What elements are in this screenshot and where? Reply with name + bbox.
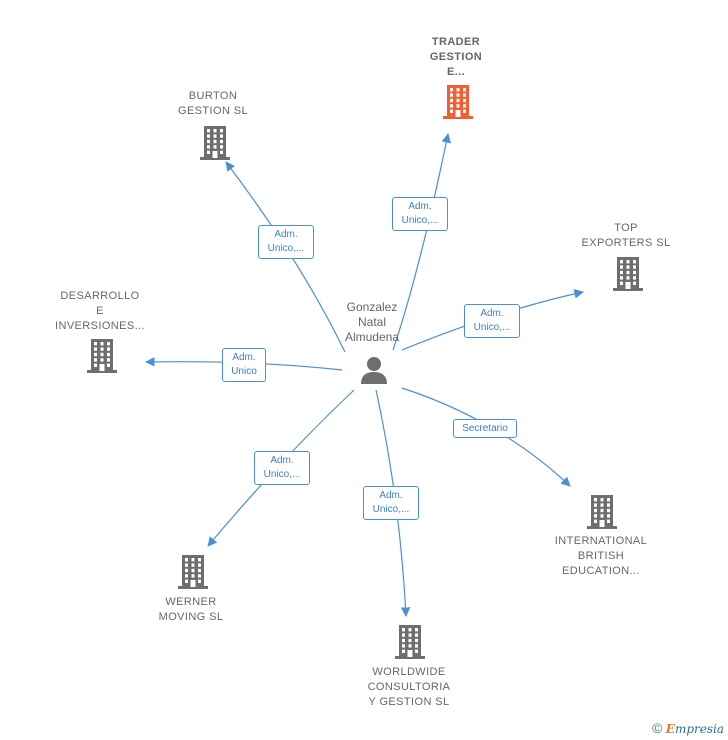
building-icon-werner[interactable] bbox=[177, 555, 209, 589]
company-label-desarrollo[interactable]: DESARROLLO E INVERSIONES... bbox=[55, 290, 145, 332]
copyright-symbol: © bbox=[652, 720, 663, 736]
edge-trader bbox=[392, 133, 451, 351]
edge-label-desarrollo[interactable]: Adm. Unico bbox=[222, 348, 266, 382]
building-icon-international[interactable] bbox=[586, 495, 618, 529]
building-icon-worldwide[interactable] bbox=[394, 625, 426, 659]
building-icon-top[interactable] bbox=[612, 257, 644, 291]
edge-label-international[interactable]: Secretario bbox=[453, 419, 517, 438]
person-icon[interactable] bbox=[359, 355, 389, 385]
building-icon-desarrollo[interactable] bbox=[86, 339, 118, 373]
building-icon-trader[interactable] bbox=[442, 85, 474, 119]
company-label-werner[interactable]: WERNER MOVING SL bbox=[158, 596, 224, 623]
brand-logo-e: E bbox=[665, 722, 675, 736]
copyright: © Empresia bbox=[652, 720, 724, 736]
person-name: Gonzalez Natal Almudena bbox=[344, 300, 400, 344]
company-label-trader[interactable]: TRADER GESTION E... bbox=[429, 36, 483, 78]
company-label-international[interactable]: INTERNATIONAL BRITISH EDUCATION... bbox=[554, 535, 648, 577]
company-label-worldwide[interactable]: WORLDWIDE CONSULTORIA Y GESTION SL bbox=[367, 666, 451, 708]
brand-logo-rest: mpresia bbox=[674, 722, 724, 736]
edge-label-top[interactable]: Adm. Unico,... bbox=[464, 304, 520, 338]
edge-label-burton[interactable]: Adm. Unico,... bbox=[258, 225, 314, 259]
company-label-burton[interactable]: BURTON GESTION SL bbox=[177, 90, 249, 117]
company-label-top[interactable]: TOP EXPORTERS SL bbox=[581, 222, 671, 249]
edge-label-werner[interactable]: Adm. Unico,... bbox=[254, 451, 310, 485]
edge-label-trader[interactable]: Adm. Unico,... bbox=[392, 197, 448, 231]
edge-label-worldwide[interactable]: Adm. Unico,... bbox=[363, 486, 419, 520]
building-icon-burton[interactable] bbox=[199, 126, 231, 160]
